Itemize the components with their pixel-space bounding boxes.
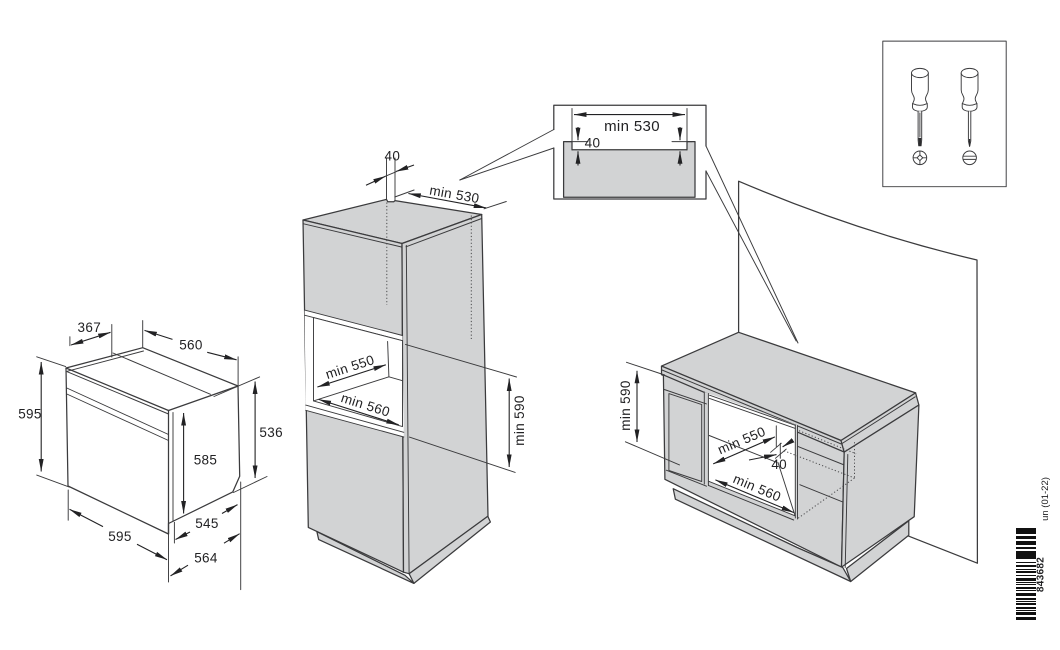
svg-text:843682: 843682 — [1036, 557, 1047, 592]
svg-text:560: 560 — [179, 338, 203, 353]
svg-text:40: 40 — [771, 457, 787, 472]
svg-text:595: 595 — [108, 529, 132, 544]
svg-text:min 590: min 590 — [618, 380, 633, 430]
svg-text:min 590: min 590 — [512, 395, 527, 445]
svg-text:367: 367 — [78, 320, 102, 335]
svg-text:536: 536 — [259, 425, 283, 440]
svg-text:40: 40 — [585, 136, 601, 151]
svg-text:585: 585 — [194, 453, 218, 468]
svg-text:564: 564 — [194, 550, 218, 565]
svg-text:min 530: min 530 — [604, 118, 660, 135]
svg-text:un (01-22): un (01-22) — [1040, 477, 1051, 521]
svg-text:min 530: min 530 — [428, 183, 480, 207]
svg-text:40: 40 — [385, 149, 401, 164]
svg-text:595: 595 — [18, 407, 42, 422]
svg-text:545: 545 — [195, 516, 219, 531]
